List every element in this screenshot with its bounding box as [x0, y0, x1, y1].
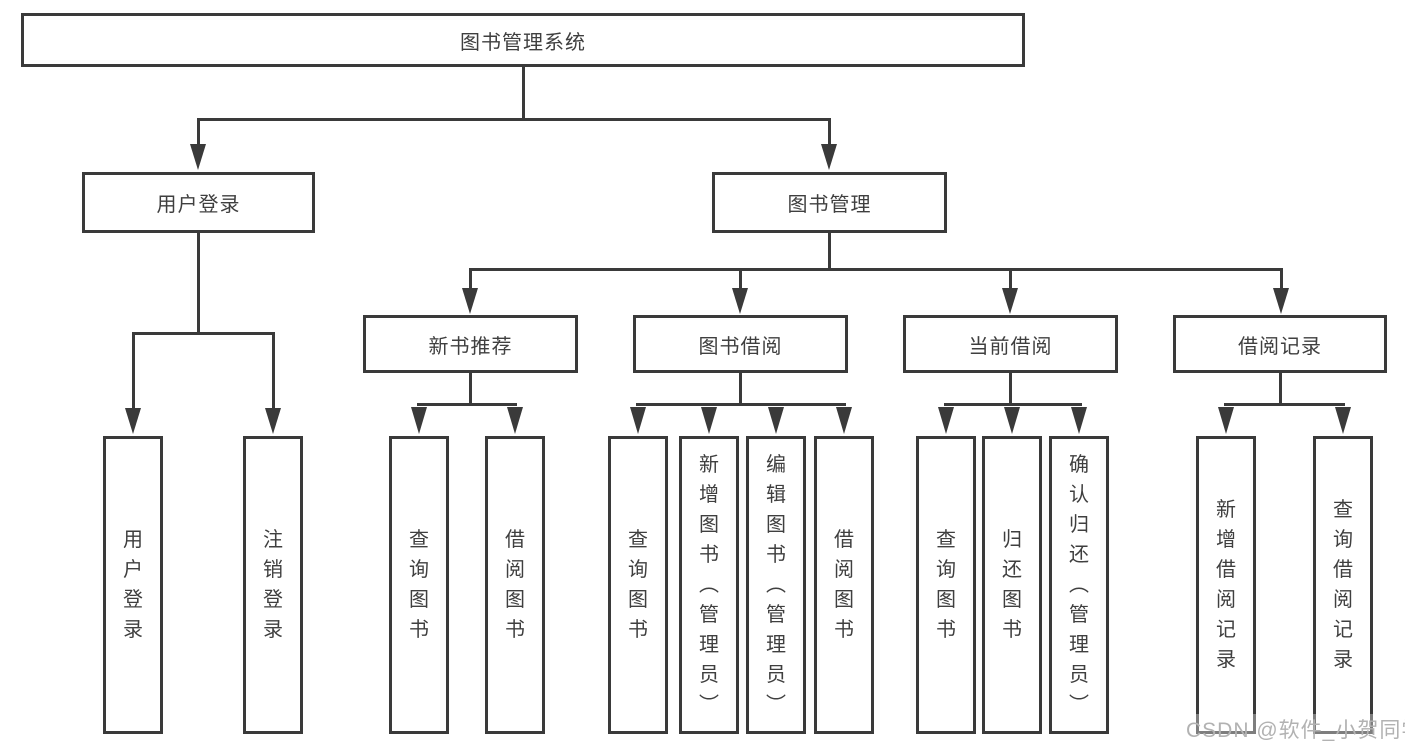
arrow-down-icon [1218, 407, 1234, 434]
arrow-down-icon [507, 407, 523, 434]
connector-drop-record [1280, 268, 1283, 288]
arrow-down-icon [1335, 407, 1351, 434]
node-user-login-label: 用户登录 [156, 194, 241, 216]
node-current-borrow: 当前借阅 [903, 315, 1118, 373]
connector-level1-bar [197, 118, 831, 121]
leaf-cb-confirm-return-admin-label: 确 认 归 还 ︵ 管 理 员 ︶ [1069, 454, 1089, 716]
node-user-login: 用户登录 [82, 172, 315, 233]
node-new-book-recommend: 新书推荐 [363, 315, 578, 373]
leaf-logout-label: 注 销 登 录 [263, 529, 283, 641]
leaf-bb-edit-books-admin-label: 编 辑 图 书 ︵ 管 理 员 ︶ [766, 454, 786, 716]
arrow-down-icon [701, 407, 717, 434]
leaf-bb-add-books-admin: 新 增 图 书 ︵ 管 理 员 ︶ [679, 436, 739, 734]
connector-borrow-stem [739, 371, 742, 406]
leaf-cb-return-books-label: 归 还 图 书 [1002, 529, 1022, 641]
leaf-bb-query-books: 查 询 图 书 [608, 436, 668, 734]
arrow-down-icon [462, 288, 478, 314]
arrow-down-icon [732, 288, 748, 314]
leaf-br-add-record-label: 新 增 借 阅 记 录 [1216, 499, 1236, 671]
arrow-down-icon [411, 407, 427, 434]
leaf-bb-borrow-books: 借 阅 图 书 [814, 436, 874, 734]
arrow-down-icon [768, 407, 784, 434]
leaf-rec-borrow-books-label: 借 阅 图 书 [505, 529, 525, 641]
arrow-down-icon [836, 407, 852, 434]
node-book-borrow-label: 图书借阅 [698, 335, 783, 358]
arrow-down-icon [190, 144, 206, 170]
arrow-down-icon [1273, 288, 1289, 314]
connector-record-bar [1224, 403, 1345, 406]
node-borrow-record-label: 借阅记录 [1238, 335, 1322, 358]
connector-current-bar [944, 403, 1082, 406]
arrow-down-icon [265, 408, 281, 434]
connector-drop-book [828, 118, 831, 146]
leaf-bb-borrow-books-label: 借 阅 图 书 [834, 529, 854, 641]
leaf-cb-return-books: 归 还 图 书 [982, 436, 1042, 734]
arrow-down-icon [630, 407, 646, 434]
leaf-cb-query-books: 查 询 图 书 [916, 436, 976, 734]
connector-user-drop-2 [272, 332, 275, 408]
node-book-management: 图书管理 [712, 172, 947, 233]
connector-user-drop-1 [132, 332, 135, 408]
connector-drop-current [1009, 268, 1012, 288]
leaf-cb-query-books-label: 查 询 图 书 [936, 529, 956, 641]
node-book-management-label: 图书管理 [787, 194, 872, 216]
connector-drop-rec [469, 268, 472, 288]
arrow-down-icon [1004, 407, 1020, 434]
leaf-user-login: 用 户 登 录 [103, 436, 163, 734]
connector-user-stem [197, 233, 200, 334]
connector-user-bar [132, 332, 275, 335]
connector-record-stem [1279, 371, 1282, 406]
connector-rec-bar [417, 403, 517, 406]
connector-rec-stem [469, 371, 472, 406]
leaf-br-query-record: 查 询 借 阅 记 录 [1313, 436, 1373, 734]
connector-drop-borrow [739, 268, 742, 288]
leaf-user-login-label: 用 户 登 录 [123, 529, 143, 641]
leaf-bb-edit-books-admin: 编 辑 图 书 ︵ 管 理 员 ︶ [746, 436, 806, 734]
connector-borrow-bar [636, 403, 846, 406]
leaf-rec-query-books-label: 查 询 图 书 [409, 529, 429, 641]
leaf-br-query-record-label: 查 询 借 阅 记 录 [1333, 499, 1353, 671]
arrow-down-icon [1002, 288, 1018, 314]
leaf-cb-confirm-return-admin: 确 认 归 还 ︵ 管 理 员 ︶ [1049, 436, 1109, 734]
arrow-down-icon [938, 407, 954, 434]
node-current-borrow-label: 当前借阅 [968, 335, 1053, 358]
connector-book-stem [828, 233, 831, 270]
leaf-bb-add-books-admin-label: 新 增 图 书 ︵ 管 理 员 ︶ [699, 454, 719, 716]
node-book-borrow: 图书借阅 [633, 315, 848, 373]
arrow-down-icon [821, 144, 837, 170]
leaf-br-add-record: 新 增 借 阅 记 录 [1196, 436, 1256, 734]
node-borrow-record: 借阅记录 [1173, 315, 1387, 373]
connector-current-stem [1009, 371, 1012, 406]
node-new-book-recommend-label: 新书推荐 [428, 335, 513, 358]
connector-root-stem [522, 66, 525, 120]
leaf-bb-query-books-label: 查 询 图 书 [628, 529, 648, 641]
connector-level2-bar [469, 268, 1283, 271]
arrow-down-icon [1071, 407, 1087, 434]
arrow-down-icon [125, 408, 141, 434]
node-root-label: 图书管理系统 [460, 31, 586, 54]
leaf-logout: 注 销 登 录 [243, 436, 303, 734]
watermark: CSDN @软件_小贺同学 [1186, 714, 1405, 744]
leaf-rec-query-books: 查 询 图 书 [389, 436, 449, 734]
leaf-rec-borrow-books: 借 阅 图 书 [485, 436, 545, 734]
node-root: 图书管理系统 [21, 13, 1025, 67]
connector-drop-user [197, 118, 200, 146]
